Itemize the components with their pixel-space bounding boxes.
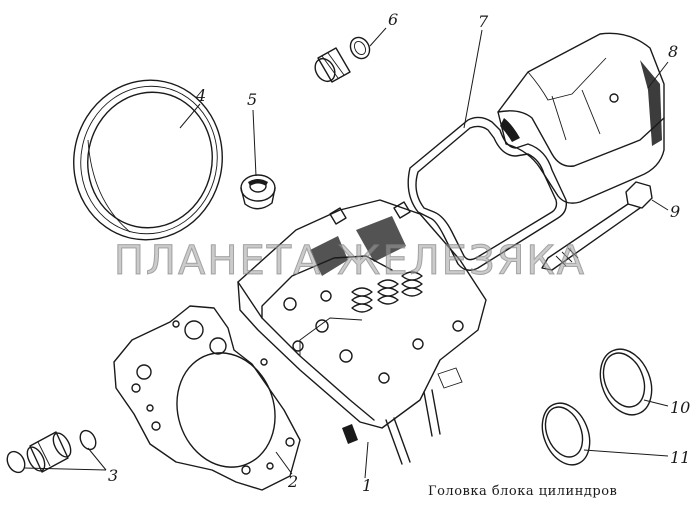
callout-4: 4 [196, 86, 207, 105]
part-11-ring [541, 402, 591, 466]
part-7-cover-gasket [407, 116, 568, 271]
callout-8: 8 [668, 42, 679, 61]
callout-10: 10 [670, 398, 691, 417]
callout-5: 5 [247, 90, 258, 109]
part-4-ring [73, 79, 223, 241]
part-2-head-gasket [113, 305, 301, 491]
part-5-bushing [240, 174, 276, 210]
part-10-ring [599, 348, 653, 416]
part-9-bolt [541, 181, 653, 271]
figure-caption: Головка блока цилиндров [428, 484, 618, 499]
part-8-valve-cover [497, 32, 665, 204]
part-3-dowel [6, 429, 97, 474]
callout-3: 3 [108, 466, 119, 485]
callout-6: 6 [388, 10, 399, 29]
callout-1: 1 [362, 476, 373, 495]
callout-11: 11 [670, 448, 691, 467]
part-1-cylinder-head [237, 199, 487, 465]
callout-2: 2 [288, 472, 299, 491]
leader-lines [23, 27, 669, 479]
callout-7: 7 [478, 12, 489, 31]
callout-9: 9 [670, 202, 681, 221]
part-6-plug [314, 36, 371, 83]
